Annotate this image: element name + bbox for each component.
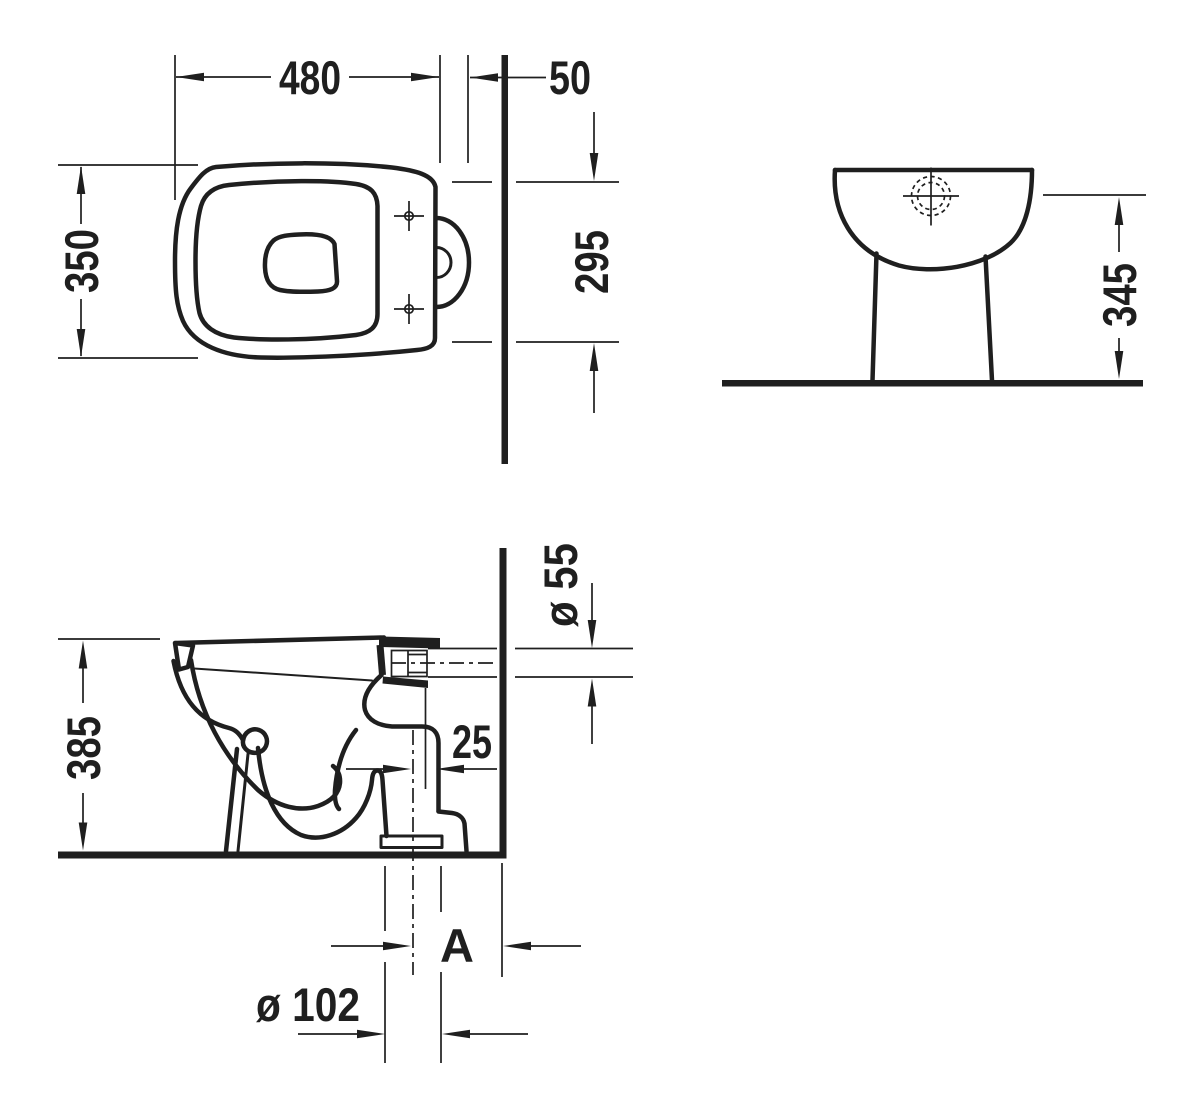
seat-top-line [173, 635, 387, 646]
flush-inlet-diameter-label: ø 55 [534, 543, 587, 627]
back-shell-outline [362, 672, 441, 814]
arrowhead-right [411, 72, 439, 82]
dim-top-back-span: 295 [452, 112, 619, 413]
outlet-wall-distance-label: A [440, 919, 474, 972]
arrowhead-left [503, 941, 531, 951]
arrowhead-left [442, 1029, 470, 1039]
pedestal-front-inner [236, 752, 250, 853]
outlet-socket [379, 834, 444, 849]
arrowhead-down [1114, 351, 1124, 379]
arrowhead-down [78, 822, 88, 851]
back-view [722, 167, 1143, 387]
arrowhead-left [470, 73, 498, 82]
top-width-label: 480 [279, 51, 341, 104]
side-section-view [58, 548, 633, 859]
seat-hinge-plate [379, 636, 440, 649]
trap-inner-wall [332, 727, 359, 812]
floor-line-back-view [722, 380, 1143, 387]
arrowhead-right [383, 941, 411, 951]
bowl-outline [832, 167, 1035, 272]
wall-section-plan [501, 55, 508, 464]
arrowhead-left [436, 764, 464, 774]
top-depth-label: 350 [55, 229, 108, 293]
back-height-label: 345 [1093, 263, 1146, 327]
arrowhead-up [76, 166, 86, 194]
dim-outlet-diameter: ø 102 [256, 978, 528, 1039]
top-wall-gap-label: 50 [549, 51, 591, 104]
spud-opening [390, 649, 428, 678]
outlet-offset-label: 25 [452, 715, 492, 768]
wall-section-side [499, 548, 507, 859]
dim-side-height: 385 [57, 638, 160, 851]
dim-back-height: 345 [1043, 194, 1146, 379]
front-shell-loop [240, 727, 270, 756]
side-height-label: 385 [57, 716, 110, 780]
top-back-span-label: 295 [565, 230, 618, 294]
rear-foot-outline [436, 809, 469, 854]
arrowhead-down [587, 620, 597, 648]
arrowhead-right [357, 1029, 385, 1039]
plan-outer-outline [172, 161, 438, 360]
pedestal-left-edge [870, 251, 879, 383]
bowl-basin-inner [188, 657, 343, 811]
arrowhead-right [383, 764, 411, 774]
pedestal-cavity-outline [255, 745, 389, 840]
dim-top-wall-gap: 50 [467, 51, 591, 163]
dim-top-depth: 350 [55, 164, 198, 359]
arrowhead-up [589, 343, 599, 371]
arrowhead-down [76, 329, 86, 357]
arrowhead-up [1114, 197, 1124, 225]
bowl-outer-shell [171, 658, 246, 743]
hinge-bolt-mark [394, 294, 424, 324]
outlet-diameter-label: ø 102 [256, 978, 360, 1031]
arrowhead-up [587, 678, 597, 707]
plan-flush-connector-arc [434, 215, 472, 310]
plan-seat-ring [193, 178, 380, 342]
dim-top-width: 480 [174, 51, 441, 200]
rim-water-line [193, 667, 373, 682]
spud-section-left-edge [376, 644, 386, 676]
hinge-bolt-mark [394, 201, 424, 231]
dim-outlet-wall-distance: A [331, 730, 581, 1063]
arrowhead-up [78, 640, 88, 669]
floor-line-side [58, 851, 507, 859]
arrowhead-down [589, 153, 599, 181]
plan-flush-connector-inner-arc [435, 246, 453, 279]
front-rim-section [172, 640, 196, 672]
dim-flush-inlet-diameter: ø 55 [534, 543, 597, 744]
spud-section-bottom-edge [382, 676, 428, 688]
plan-bowl-opening [262, 232, 340, 295]
pedestal-right-edge [983, 254, 995, 383]
dim-outlet-offset: 25 [346, 715, 497, 774]
top-view [172, 55, 508, 464]
arrowhead-left [176, 72, 204, 82]
